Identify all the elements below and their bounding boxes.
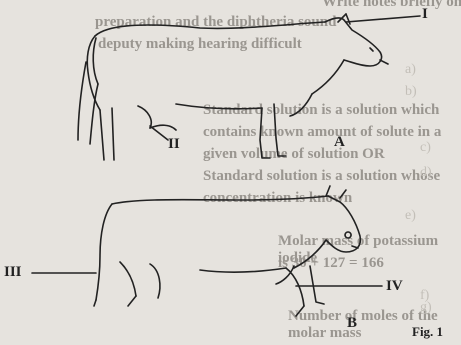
figure-caption: Fig. 1 (412, 324, 443, 340)
label-a: A (334, 134, 345, 151)
label-i: I (422, 6, 428, 23)
cow-b-drawing (94, 186, 360, 316)
pointer-line-I (346, 16, 420, 22)
label-b: B (347, 315, 357, 332)
label-ii: II (168, 136, 180, 153)
label-iv: IV (386, 278, 403, 295)
pointer-line-II (150, 126, 168, 140)
label-iii: III (4, 264, 22, 281)
